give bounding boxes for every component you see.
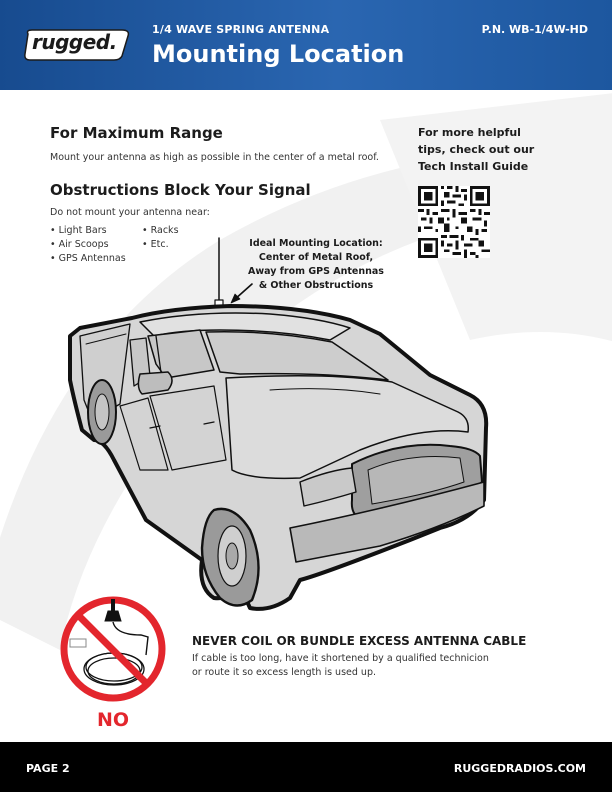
- truck-illustration: [68, 237, 489, 611]
- header-bar: rugged. 1/4 WAVE SPRING ANTENNA Mounting…: [0, 0, 612, 90]
- no-coil-sign: NO: [60, 596, 166, 730]
- warning-text: If cable is too long, have it shortened …: [192, 652, 512, 680]
- range-heading: For Maximum Range: [50, 124, 223, 142]
- help-line: Tech Install Guide: [418, 160, 529, 173]
- help-line: For more helpful: [418, 126, 521, 139]
- part-number: P.N. WB-1/4W-HD: [481, 23, 588, 36]
- list-item: Racks: [142, 224, 179, 238]
- warning-title: NEVER COIL OR BUNDLE EXCESS ANTENNA CABL…: [192, 634, 527, 648]
- obstructions-list-2: Racks Etc.: [142, 224, 179, 252]
- rugged-logo: rugged.: [22, 28, 132, 62]
- product-subtitle: 1/4 WAVE SPRING ANTENNA: [152, 23, 330, 36]
- help-text: For more helpful tips, check out our Tec…: [418, 124, 568, 175]
- callout-line: & Other Obstructions: [258, 280, 374, 291]
- help-line: tips, check out our: [418, 143, 535, 156]
- obstructions-text: Do not mount your antenna near:: [50, 207, 210, 218]
- logo-text: rugged.: [32, 30, 117, 54]
- warning-line: or route it so excess length is used up.: [192, 667, 376, 678]
- page-title: Mounting Location: [152, 40, 405, 68]
- ideal-location-callout: Ideal Mounting Location: Center of Metal…: [248, 237, 384, 293]
- warning-line: If cable is too long, have it shortened …: [192, 653, 489, 664]
- callout-line: Away from GPS Antennas: [248, 266, 384, 277]
- page-number: PAGE 2: [26, 762, 70, 775]
- callout-line: Ideal Mounting Location:: [249, 238, 383, 249]
- obstructions-list-1: Light Bars Air Scoops GPS Antennas: [50, 224, 126, 266]
- list-item: GPS Antennas: [50, 252, 126, 266]
- list-item: Air Scoops: [50, 238, 126, 252]
- no-label: NO: [97, 709, 129, 730]
- obstructions-heading: Obstructions Block Your Signal: [50, 181, 311, 199]
- callout-line: Center of Metal Roof,: [258, 252, 374, 263]
- footer-bar: PAGE 2 RUGGEDRADIOS.COM: [0, 742, 612, 792]
- range-text: Mount your antenna as high as possible i…: [50, 152, 379, 163]
- list-item: Light Bars: [50, 224, 126, 238]
- list-item: Etc.: [142, 238, 179, 252]
- qr-code-icon[interactable]: [418, 186, 490, 258]
- website-link[interactable]: RUGGEDRADIOS.COM: [453, 762, 586, 775]
